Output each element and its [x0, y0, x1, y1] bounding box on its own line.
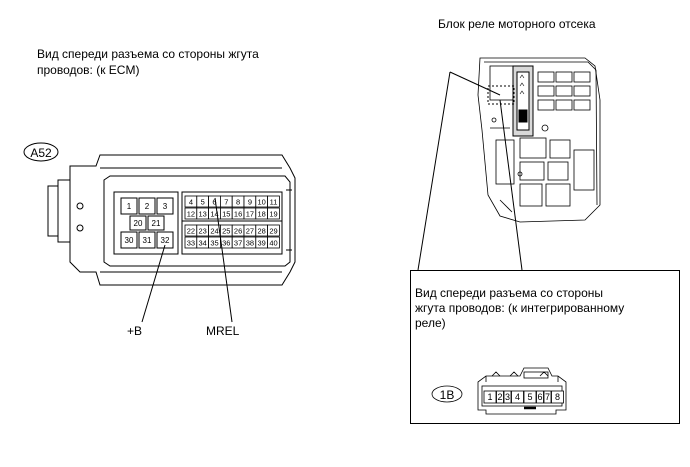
pin-cell [267, 195, 280, 208]
relay-block-title: Блок реле моторного отсека [438, 17, 596, 31]
left-caption-line1: Вид спереди разъема со стороны жгута [37, 47, 259, 61]
pin-label: 17 [246, 210, 254, 219]
pin-cell [503, 390, 512, 404]
pin-label: 2 [497, 392, 502, 402]
right-caption-line2: жгута проводов: (к интегрированному [415, 301, 625, 315]
engine-relay-block [477, 57, 601, 223]
pin-label: 7 [545, 392, 550, 402]
pin-label: 14 [210, 210, 218, 219]
pin-label: 19 [269, 210, 277, 219]
pin-label: 40 [269, 239, 277, 248]
pin-cell [511, 390, 524, 404]
pin-cell [551, 390, 564, 404]
leader-plus-b [141, 244, 166, 323]
pin-label: 32 [161, 236, 170, 245]
pin-cell [267, 207, 280, 220]
connector-1b-pins [483, 390, 564, 404]
connector-id-badge-1b [431, 385, 463, 403]
pin-label: 4 [189, 198, 193, 207]
pin-label: 5 [527, 392, 532, 402]
pin-label: 38 [246, 239, 254, 248]
pin-label: 25 [222, 227, 230, 236]
pin-label: 1 [127, 202, 132, 211]
pin-label: 3 [505, 392, 510, 402]
pin-label: 22 [187, 227, 195, 236]
pin-label: 8 [236, 198, 240, 207]
pin-label: 8 [555, 392, 560, 402]
left-caption-line2: проводов: (к ECM) [37, 63, 140, 77]
pin-cell [543, 390, 552, 404]
pin-label: 30 [125, 236, 134, 245]
pin-label: 21 [152, 219, 161, 228]
pin-label: 7 [224, 198, 228, 207]
leader-lines [141, 197, 233, 323]
left-pin-labels: 1 2 3 20 21 30 31 32 [125, 202, 170, 245]
pin-label: 33 [187, 239, 195, 248]
label-mrel: MREL [206, 324, 240, 338]
mount-hole-top [76, 202, 84, 210]
pin-label: 10 [258, 198, 266, 207]
pin-label: 24 [210, 227, 218, 236]
right-caption-line1: Вид спереди разъема со стороны [415, 286, 603, 300]
connector-id-badge-a52 [23, 142, 59, 162]
pin-label: 23 [199, 227, 207, 236]
pin-label: 16 [234, 210, 242, 219]
pin-label: 6 [537, 392, 542, 402]
pin-cell [267, 236, 280, 249]
pin-label: 18 [258, 210, 266, 219]
integrated-relay [512, 65, 534, 137]
pin-label: 15 [222, 210, 230, 219]
pin-label: 36 [222, 239, 230, 248]
pin-label: 4 [515, 392, 520, 402]
pin-label: 37 [234, 239, 242, 248]
connector-a52 [23, 142, 296, 286]
pin-label: 28 [258, 227, 266, 236]
mount-hole-bottom [76, 224, 84, 232]
pin-cell [483, 390, 497, 404]
pin-cell [536, 390, 544, 404]
right-caption-line3: реле) [415, 316, 446, 330]
label-plus-b: +B [127, 324, 143, 338]
pin-cell [267, 224, 280, 237]
pin-label: 13 [199, 210, 207, 219]
pin-label: 5 [201, 198, 205, 207]
leader-mrel [214, 197, 233, 323]
left-pin-block [120, 197, 174, 249]
pin-label: 1 [487, 392, 492, 402]
pin-cell [523, 390, 537, 404]
pin-label: 34 [199, 239, 207, 248]
pin-label: 11 [270, 198, 278, 207]
connector-housing [69, 154, 296, 286]
pin-label: 26 [234, 227, 242, 236]
pointer-lines [417, 71, 523, 271]
pin-label: 31 [143, 236, 152, 245]
pin-label: 29 [269, 227, 277, 236]
pin-label: 3 [163, 202, 168, 211]
pin-cell [496, 390, 504, 404]
pin-label: 35 [210, 239, 218, 248]
connector-id-1b: 1B [440, 388, 455, 402]
relay-block-outline [477, 57, 601, 223]
connector-id-a52: A52 [30, 146, 52, 160]
pin-label: 12 [187, 210, 195, 219]
pin-label: 9 [248, 198, 252, 207]
right-pin-block [184, 195, 280, 249]
pin-label: 2 [145, 202, 150, 211]
pin-label: 39 [258, 239, 266, 248]
pin-label: 20 [134, 219, 143, 228]
pin-label: 27 [246, 227, 254, 236]
pin-label: 6 [212, 198, 216, 207]
connector-1b [431, 367, 567, 415]
connector-1b-highlight [487, 85, 515, 105]
